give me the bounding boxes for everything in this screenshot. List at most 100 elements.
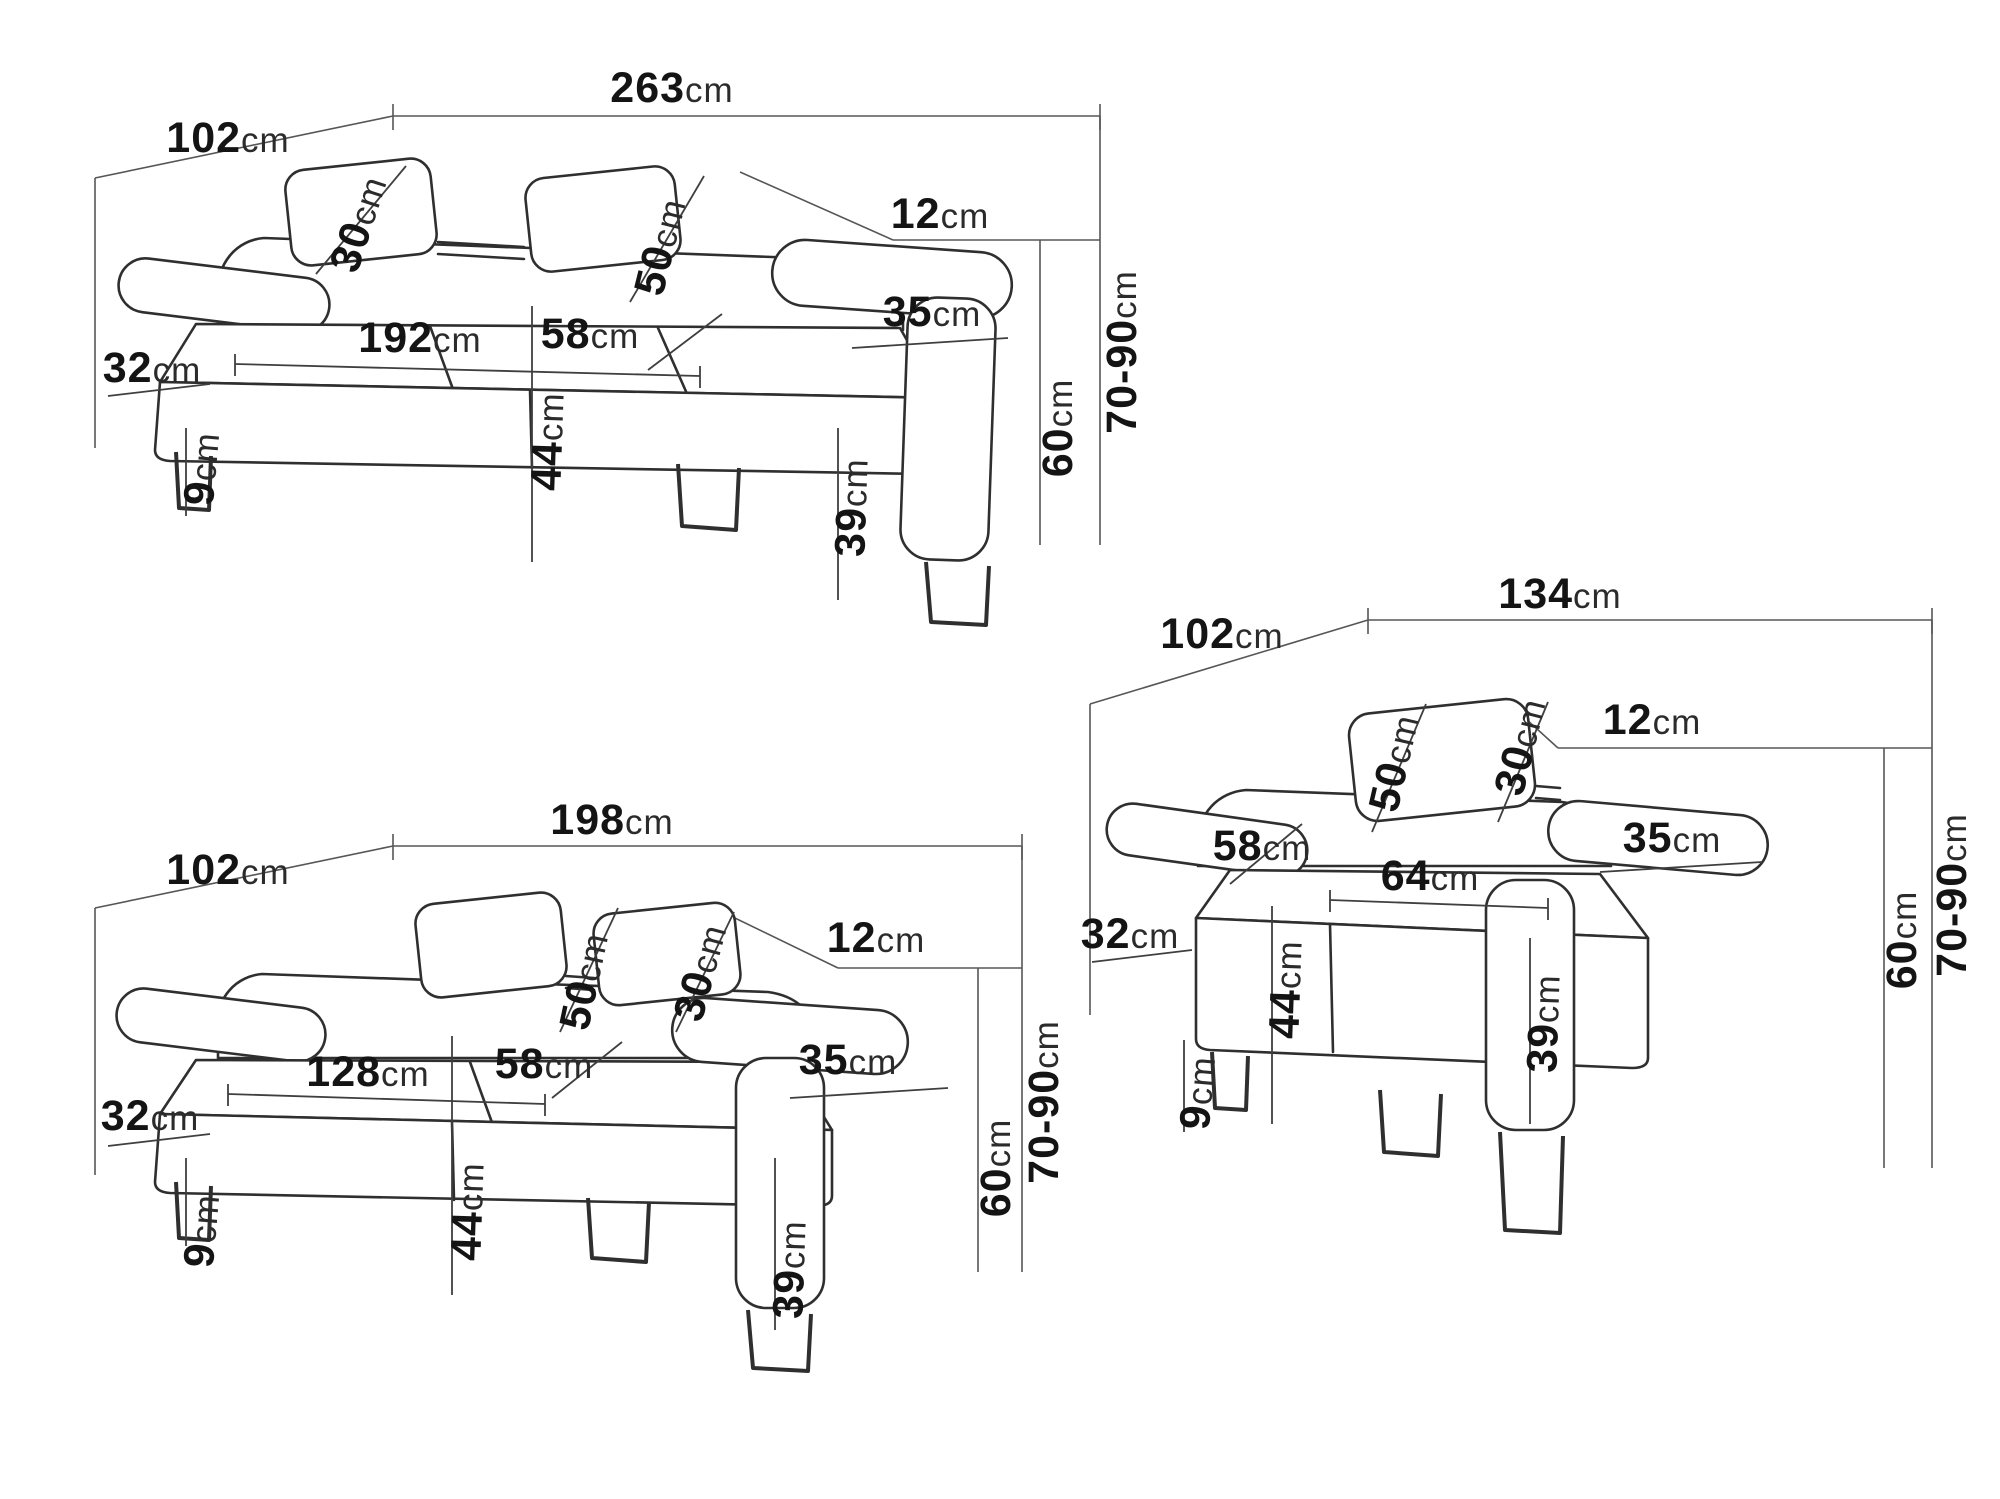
label-armrest-side-height: 32cm: [103, 344, 202, 392]
left-headrest: [284, 157, 438, 267]
front-base: [153, 1112, 834, 1208]
right-headrest: [524, 165, 682, 273]
dim-line-seat-width: [234, 363, 701, 377]
left-armrest: [115, 987, 327, 1063]
label-armrest-front-height: 39cm: [1518, 973, 1569, 1073]
front-left-leg: [174, 451, 213, 512]
dimension-labels: 102cm 134cm 12cm 30cm 50cm 64cm 58cm 35c…: [1081, 570, 1976, 1132]
dimension-overlays: [1091, 701, 1763, 1132]
dim-line-depth: [1089, 619, 1369, 705]
dim-line-depth: [94, 115, 394, 179]
right-headrest: [592, 901, 742, 1007]
left-armrest: [117, 257, 331, 333]
label-overall-width: 134cm: [1498, 570, 1621, 618]
label-armrest-width: 35cm: [883, 288, 982, 336]
label-overall-width: 198cm: [550, 796, 673, 844]
dim-projection-line: [739, 171, 894, 241]
dimension-overlays: [107, 907, 949, 1330]
dim-line-armrest-width: [851, 337, 1009, 349]
label-armrest-side-height: 32cm: [101, 1092, 200, 1140]
label-seat-depth: 58cm: [495, 1040, 594, 1088]
label-headrest-depth: 30cm: [665, 919, 737, 1027]
dim-line-headrest-depth: [315, 165, 407, 275]
label-frame-height: 60cm: [1878, 891, 1926, 990]
label-seat-width: 64cm: [1381, 852, 1480, 900]
label-armrest-width: 35cm: [1623, 814, 1722, 862]
three-seater-diagram: 102cm 263cm 12cm 30cm 50cm 192cm 58cm 35…: [94, 64, 1146, 627]
label-leg-height: 9cm: [175, 430, 229, 507]
dim-line-seat-width: [1329, 899, 1549, 909]
dim-line-armrest-side-height: [107, 1133, 211, 1147]
dim-line-depth: [94, 845, 394, 909]
dim-line-seat-depth: [1229, 823, 1303, 885]
label-leg-height: 9cm: [175, 1192, 229, 1269]
label-headrest-adjust: 12cm: [1603, 696, 1702, 744]
label-seat-depth: 58cm: [541, 310, 640, 358]
dimension-box: [94, 104, 1101, 545]
front-middle-leg: [586, 1197, 651, 1264]
dimension-overlays: [107, 165, 1009, 600]
base-seam: [1328, 922, 1335, 1054]
front-middle-leg: [676, 463, 741, 532]
label-armrest-front-height: 39cm: [764, 1219, 815, 1319]
label-depth: 102cm: [166, 846, 289, 894]
right-armrest-front: [734, 1056, 826, 1310]
front-left-leg: [1210, 1051, 1250, 1112]
front-right-leg: [746, 1309, 813, 1373]
headrest: [1347, 697, 1537, 823]
label-overall-height: 70-90cm: [1020, 1020, 1068, 1184]
dim-line-headrest-depth: [1497, 701, 1549, 823]
label-seat-height: 44cm: [1260, 939, 1311, 1039]
front-right-leg: [924, 561, 991, 627]
armchair-diagram: 102cm 134cm 12cm 30cm 50cm 64cm 58cm 35c…: [1081, 570, 1976, 1235]
dim-line-seat-depth: [647, 313, 723, 371]
label-frame-height: 60cm: [1034, 379, 1082, 478]
seat-seams: [468, 1060, 496, 1130]
label-overall-height: 70-90cm: [1928, 813, 1976, 977]
dim-line-backrest-height: [559, 907, 619, 1033]
label-depth: 102cm: [1160, 610, 1283, 658]
dim-line-seat-width: [227, 1093, 546, 1105]
dim-line-armrest-width: [789, 1087, 949, 1099]
label-armrest-width: 35cm: [799, 1036, 898, 1084]
left-armrest: [1105, 802, 1309, 878]
dim-line-backrest-height: [629, 175, 705, 303]
label-armrest-front-height: 39cm: [826, 457, 877, 557]
dim-line-backrest-height: [1371, 703, 1427, 833]
label-depth: 102cm: [166, 114, 289, 162]
dim-line-headrest-depth: [675, 911, 735, 1033]
headrest-rod: [436, 240, 526, 261]
dim-line-armrest-side-height: [107, 383, 211, 397]
seat-seams: [428, 324, 690, 398]
label-headrest-adjust: 12cm: [891, 190, 990, 238]
dimension-labels: 102cm 263cm 12cm 30cm 50cm 192cm 58cm 35…: [103, 64, 1146, 558]
two-seater-diagram: 102cm 198cm 12cm 30cm 50cm 128cm 58cm 35…: [94, 796, 1068, 1373]
label-backrest-height: 50cm: [551, 928, 618, 1034]
label-overall-height: 70-90cm: [1098, 270, 1146, 434]
dimension-labels: 102cm 198cm 12cm 30cm 50cm 128cm 58cm 35…: [101, 796, 1068, 1320]
label-frame-height: 60cm: [972, 1119, 1020, 1218]
dim-line-armrest-width: [1599, 861, 1763, 873]
label-seat-width: 128cm: [306, 1048, 429, 1096]
dimension-box: [94, 834, 1023, 1272]
label-seat-width: 192cm: [358, 314, 481, 362]
dim-line-seat-depth: [551, 1041, 623, 1099]
label-armrest-side-height: 32cm: [1081, 910, 1180, 958]
dimension-box: [1089, 608, 1933, 1168]
sofa-drawing: [117, 157, 1014, 627]
right-armrest-front: [899, 296, 997, 562]
label-seat-height: 44cm: [442, 1161, 493, 1261]
dim-line-armrest-side-height: [1091, 949, 1193, 963]
front-middle-leg: [1378, 1089, 1443, 1158]
armchair-drawing: [1105, 697, 1769, 1235]
sofa-drawing: [115, 891, 910, 1373]
label-seat-depth: 58cm: [1213, 822, 1312, 870]
label-leg-height: 9cm: [1171, 1054, 1225, 1131]
label-seat-height: 44cm: [522, 391, 573, 491]
front-right-leg: [1498, 1131, 1565, 1235]
headrest-rod: [1534, 784, 1562, 802]
left-headrest: [414, 891, 568, 999]
front-left-leg: [174, 1181, 213, 1242]
